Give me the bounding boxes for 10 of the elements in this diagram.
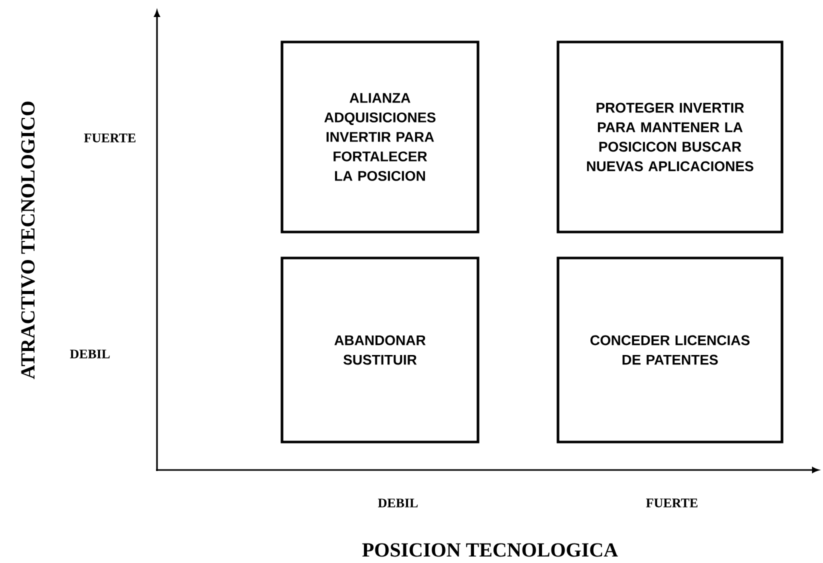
strategy-box: ALIANZA ADQUISICIONES INVERTIR PARA FORTALECER LA POSICION [280,40,480,234]
axis-level-label: DEBIL [378,498,418,508]
strategy-box: PROTEGER INVERTIR PARA MANTENER LA POSICICON BUSCAR NUEVAS APLICACIONES [556,40,784,234]
axis-level-label: FUERTE [646,498,698,508]
strategy-box: CONCEDER LICENCIAS DE PATENTES [556,256,784,444]
axis-level-label: DEBIL [70,350,110,358]
axis-title: POSICION TECNOLOGICA [362,543,618,557]
axis-title: ATRACTIVO TECNOLOGICO [21,102,35,380]
axis-level-label: FUERTE [84,134,136,142]
strategy-box: ABANDONAR SUSTITUIR [280,256,480,444]
